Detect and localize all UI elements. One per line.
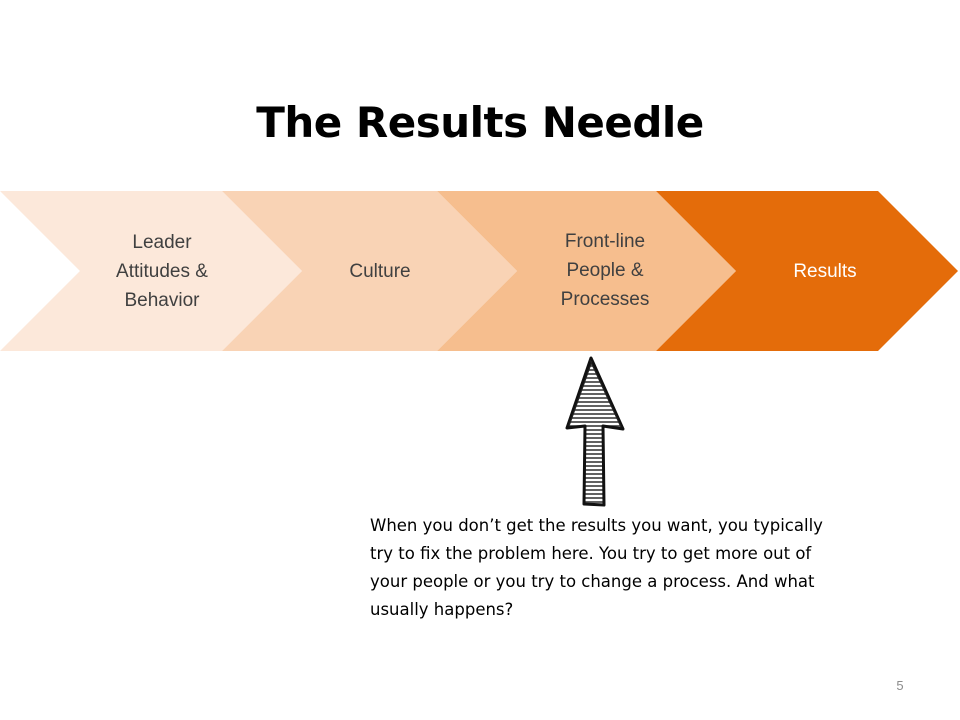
chevron-results [656, 191, 958, 351]
chevron-culture-label: Culture [349, 261, 411, 282]
chevron-culture [222, 191, 517, 351]
page-number: 5 [896, 678, 904, 693]
slide-title: The Results Needle [256, 98, 704, 147]
hand-drawn-up-arrow-icon [565, 356, 625, 507]
explanation-text: When you don’t get the results you want,… [370, 516, 823, 619]
chevron-leader-attitudes [0, 191, 302, 351]
chevron-front-line [437, 191, 736, 351]
chevron-results-label: Results [793, 261, 857, 282]
chevron-leader-attitudes-label: Leader Attitudes & Behavior [116, 232, 208, 311]
chevron-front-line-label: Front-line People & Processes [560, 231, 650, 310]
